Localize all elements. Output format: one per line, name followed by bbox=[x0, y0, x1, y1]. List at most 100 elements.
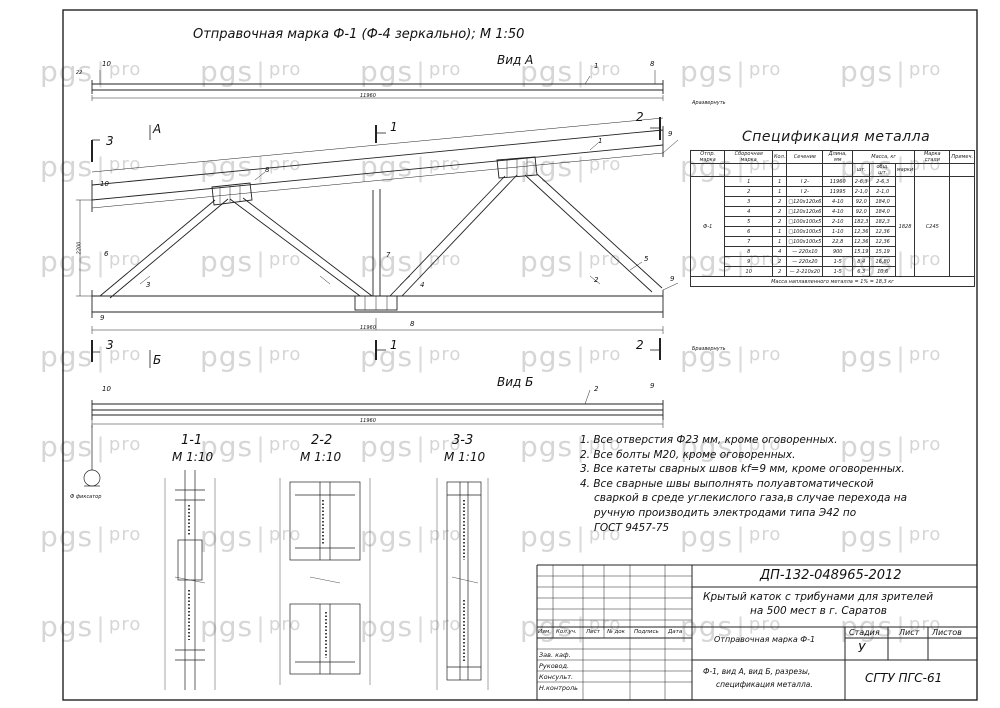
pos-2-label: 2 bbox=[594, 276, 599, 284]
watermark-suffix: pro bbox=[268, 614, 302, 635]
watermark-brand: pgs bbox=[360, 55, 414, 88]
stamp-col-0: Изм. bbox=[538, 629, 551, 635]
stamp-stage: У bbox=[858, 641, 866, 655]
watermark-suffix: pro bbox=[748, 434, 782, 455]
watermark-suffix: pro bbox=[268, 154, 302, 175]
spec-cell-section: □120х120х6 bbox=[786, 196, 824, 207]
spec-footer: Масса наплавленного металла = 1% = 18,3 … bbox=[690, 276, 975, 287]
stamp-col-3: № док bbox=[607, 629, 625, 635]
spec-cell-section: I 2- bbox=[786, 186, 824, 197]
watermark: pgs|pro bbox=[680, 520, 781, 553]
watermark-separator: | bbox=[896, 613, 906, 643]
spec-cell-mass-total: 12,36 bbox=[869, 226, 896, 237]
watermark: pgs|pro bbox=[40, 55, 141, 88]
stamp-project: Крытый каток с трибунами для зрителей bbox=[703, 591, 934, 603]
spec-cell-asm: 3 bbox=[724, 196, 773, 207]
pos-7-label: 7 bbox=[386, 251, 391, 259]
spec-cell-qty: 1 bbox=[771, 236, 788, 247]
truss-top-chord bbox=[91, 117, 664, 212]
watermark: pgs|pro bbox=[40, 430, 141, 463]
watermark: pgs|pro bbox=[840, 430, 941, 463]
title-block bbox=[536, 564, 977, 700]
cut-a-label: А bbox=[153, 122, 162, 136]
watermark-separator: | bbox=[96, 153, 106, 183]
watermark-separator: | bbox=[416, 343, 426, 373]
watermark: pgs|pro bbox=[360, 55, 461, 88]
spec-title: Спецификация металла bbox=[742, 129, 931, 145]
spec-cell-mass-total: 12,36 bbox=[869, 236, 896, 247]
note-4: 4. Все сварные швы выполнять полуавтомат… bbox=[580, 477, 874, 490]
spec-cell-qty: 4 bbox=[771, 246, 788, 257]
watermark-separator: | bbox=[256, 523, 266, 553]
watermark-brand: pgs bbox=[200, 430, 254, 463]
watermark-separator: | bbox=[896, 58, 906, 88]
watermark-suffix: pro bbox=[908, 614, 942, 635]
watermark-suffix: pro bbox=[748, 344, 782, 365]
stamp-list-header: Лист bbox=[899, 628, 920, 637]
watermark: pgs|pro bbox=[840, 55, 941, 88]
section-1-scale: М 1:10 bbox=[172, 450, 214, 464]
spec-note-cell bbox=[949, 176, 975, 277]
spec-table: Отпр. марка Сборочная марка Кол. Сечение… bbox=[689, 150, 975, 287]
section-3-title: 3-3 bbox=[452, 433, 474, 448]
spec-h-section: Сечение bbox=[786, 150, 824, 164]
spec-cell-mass-total: 184,0 bbox=[869, 206, 896, 217]
razv-b-label: Бразвернуть bbox=[692, 346, 726, 352]
watermark: pgs|pro bbox=[200, 610, 301, 643]
watermark-brand: pgs bbox=[40, 55, 94, 88]
stamp-stage-header: Стадия bbox=[849, 628, 880, 637]
stamp-project-2: на 500 мест в г. Саратов bbox=[750, 605, 887, 617]
watermark-separator: | bbox=[256, 248, 266, 278]
watermark: pgs|pro bbox=[200, 520, 301, 553]
spec-cell-section: □100х100х5 bbox=[786, 236, 824, 247]
watermark-brand: pgs bbox=[40, 150, 94, 183]
watermark-brand: pgs bbox=[40, 245, 94, 278]
watermark-separator: | bbox=[416, 58, 426, 88]
spec-cell-qty: 1 bbox=[771, 186, 788, 197]
watermark-suffix: pro bbox=[908, 59, 942, 80]
pos-2-view-b: 2 bbox=[594, 385, 599, 393]
section-1-title: 1-1 bbox=[181, 433, 203, 448]
leaders bbox=[139, 139, 679, 291]
watermark-brand: pgs bbox=[40, 430, 94, 463]
watermark-brand: pgs bbox=[360, 610, 414, 643]
spec-cell-asm: 8 bbox=[724, 246, 773, 257]
spec-h-note: Примеч. bbox=[949, 150, 975, 164]
watermark: pgs|pro bbox=[520, 340, 621, 373]
cut-1-bottom: 1 bbox=[390, 338, 398, 352]
watermark-brand: pgs bbox=[360, 150, 414, 183]
spec-cell-asm: 10 bbox=[724, 266, 773, 277]
watermark-brand: pgs bbox=[840, 430, 894, 463]
watermark-brand: pgs bbox=[200, 610, 254, 643]
watermark-brand: pgs bbox=[200, 520, 254, 553]
spec-h-mass: Масса, кг bbox=[852, 150, 916, 164]
section-2-title: 2-2 bbox=[311, 433, 333, 448]
stamp-col-5: Дата bbox=[668, 629, 683, 635]
spec-cell-qty: 1 bbox=[771, 176, 788, 187]
spec-cell-mass-total: 2-1,0 bbox=[869, 186, 896, 197]
stamp-lists-header: Листов bbox=[932, 628, 962, 637]
spec-steel-cell: С245 bbox=[914, 176, 951, 277]
stamp-col-4: Подпись bbox=[634, 629, 659, 635]
watermark-brand: pgs bbox=[520, 520, 574, 553]
watermark: pgs|pro bbox=[360, 245, 461, 278]
pos-9-view-b: 9 bbox=[650, 382, 655, 390]
pos-9-top: 9 bbox=[668, 130, 673, 138]
watermark-separator: | bbox=[576, 58, 586, 88]
watermark: pgs|pro bbox=[840, 340, 941, 373]
watermark-separator: | bbox=[576, 613, 586, 643]
watermark-suffix: pro bbox=[588, 434, 622, 455]
spec-cell-section: — 2-210х20 bbox=[786, 266, 824, 277]
spec-sub-2: общ. шт. bbox=[869, 163, 896, 177]
watermark-brand: pgs bbox=[680, 340, 734, 373]
watermark-separator: | bbox=[576, 153, 586, 183]
pos-6-label: 6 bbox=[104, 250, 109, 258]
dim-length-truss: 11960 bbox=[360, 325, 376, 331]
watermark-suffix: pro bbox=[908, 524, 942, 545]
watermark-brand: pgs bbox=[200, 55, 254, 88]
watermark: pgs|pro bbox=[680, 340, 781, 373]
watermark-suffix: pro bbox=[588, 524, 622, 545]
section-3-3 bbox=[436, 478, 489, 690]
